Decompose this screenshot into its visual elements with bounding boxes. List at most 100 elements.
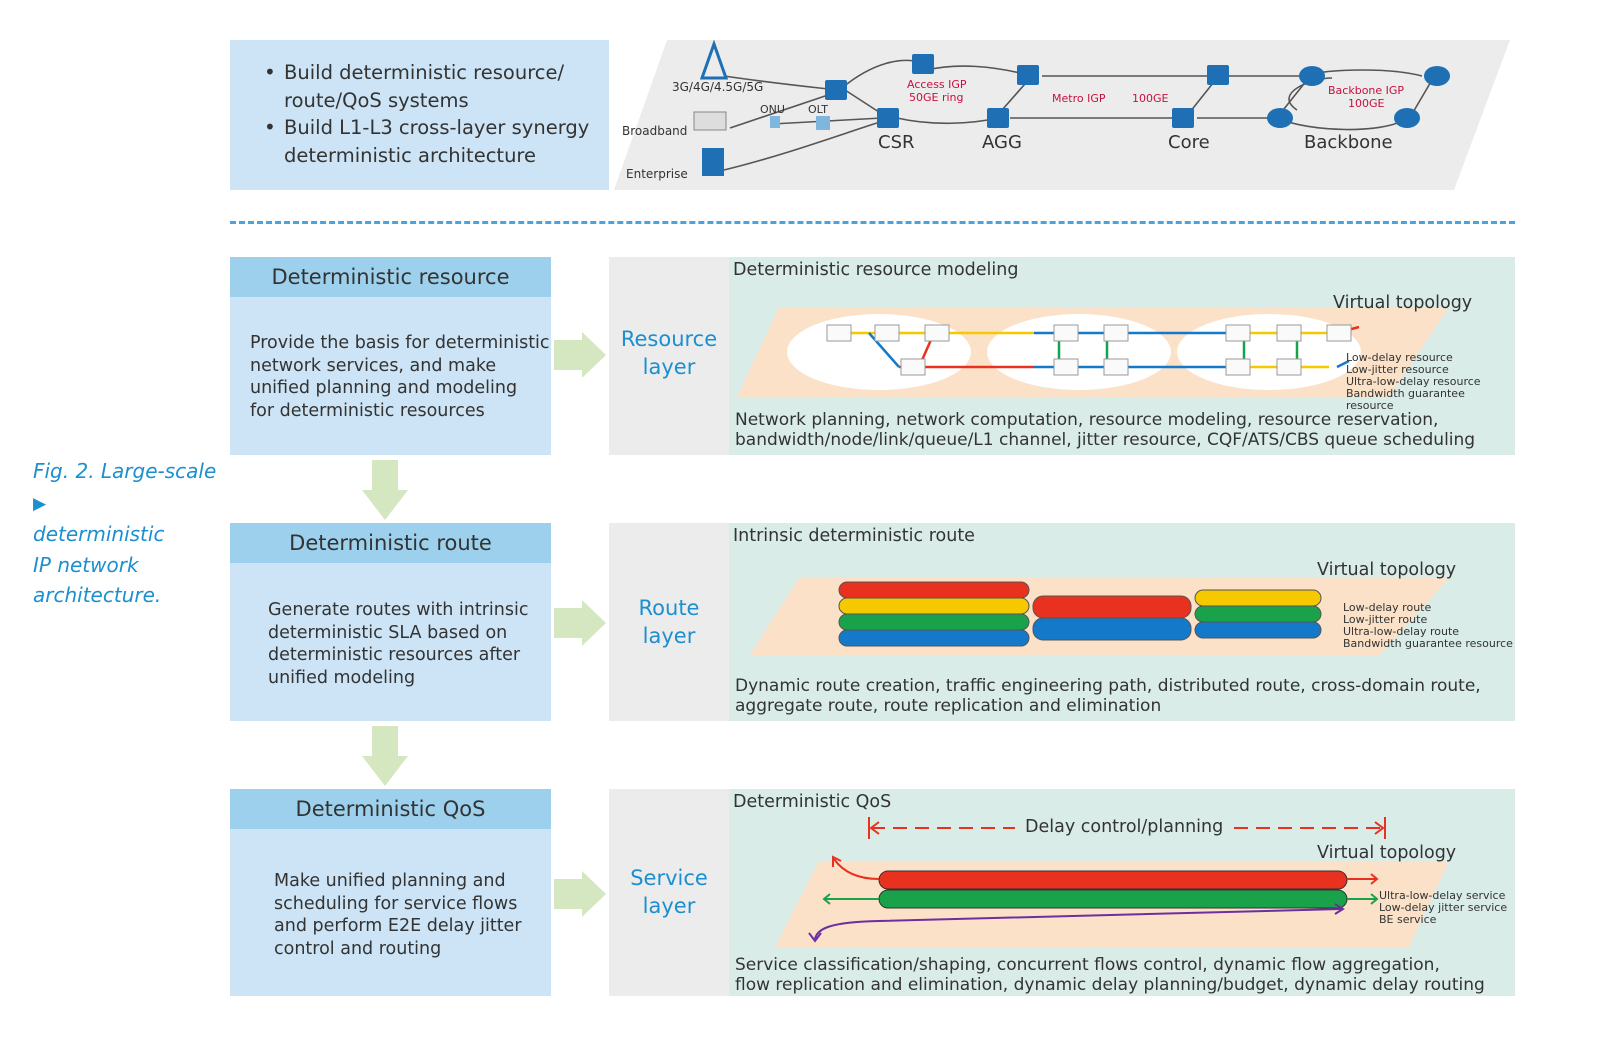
resource-layer-label: Resource <box>620 327 718 351</box>
route-box: Deterministic route Generate routes with… <box>230 523 551 721</box>
resource-legend-item: Ultra-low-delay resource <box>1346 375 1481 388</box>
qos-legend-item: BE service <box>1379 913 1437 926</box>
route-legend-item: Ultra-low-delay route <box>1343 625 1460 638</box>
qos-title: Deterministic QoS <box>733 792 892 812</box>
resource-title: Deterministic resource modeling <box>733 260 1019 280</box>
route-desc-line: unified modeling <box>268 667 416 688</box>
router-icon <box>1424 66 1450 86</box>
label-olt: OLT <box>808 103 828 116</box>
label-metro-igp: Metro IGP <box>1052 92 1106 105</box>
service-layer-panel: Service layer Deterministic QoS <box>609 789 1515 996</box>
network-panel <box>614 40 1510 190</box>
resource-topology-graphic <box>737 307 1449 397</box>
resource-legend-item: Low-jitter resource <box>1346 363 1449 376</box>
label-metro-speed: 100GE <box>1132 92 1169 105</box>
enterprise-building-icon <box>702 148 724 176</box>
route-legend-item: Low-jitter route <box>1343 613 1428 626</box>
route-layer-label: layer <box>642 624 696 648</box>
label-broadband: Broadband <box>622 124 687 138</box>
qos-desc-line: scheduling for service flows <box>274 893 518 914</box>
switch-icon <box>825 80 847 100</box>
label-backbone: Backbone <box>1304 132 1393 153</box>
resource-virtual-topology-label: Virtual topology <box>1333 293 1473 313</box>
goal-item: Build deterministic resource/ route/QoS … <box>264 59 602 114</box>
qos-desc-line: Make unified planning and <box>274 871 506 891</box>
router-icon <box>1299 66 1325 86</box>
service-layer-label: Service <box>630 866 708 890</box>
resource-legend-item: Low-delay resource <box>1346 351 1453 364</box>
label-mobile: 3G/4G/4.5G/5G <box>672 80 763 94</box>
down-arrow-icon <box>362 460 408 520</box>
right-arrow-icon <box>554 332 606 378</box>
resource-box: Deterministic resource Provide the basis… <box>230 257 551 455</box>
qos-legend-item: Ultra-low-delay service <box>1379 889 1506 902</box>
route-title: Intrinsic deterministic route <box>733 526 975 546</box>
qos-detail-line: flow replication and elimination, dynami… <box>735 974 1485 995</box>
switch-icon <box>1207 65 1229 85</box>
goals-list: Build deterministic resource/ route/QoS … <box>262 59 602 169</box>
right-arrow-icon <box>554 871 606 917</box>
switch-icon <box>912 54 934 74</box>
label-backbone-igp: Backbone IGP <box>1328 84 1404 97</box>
switch-icon <box>1017 65 1039 85</box>
device-icons <box>693 39 1450 176</box>
route-virtual-topology-label: Virtual topology <box>1317 560 1457 580</box>
label-access-ring: 50GE ring <box>909 91 964 104</box>
label-core: Core <box>1168 132 1210 153</box>
onu-icon <box>770 116 780 128</box>
route-layer-label: Route <box>638 596 700 620</box>
resource-detail-line: bandwidth/node/link/queue/L1 channel, ji… <box>735 429 1476 450</box>
resource-desc-line: for deterministic resources <box>250 400 485 421</box>
qos-box: Deterministic QoS Make unified planning … <box>230 789 551 996</box>
router-icon <box>1267 108 1293 128</box>
switch-icon <box>1172 108 1194 128</box>
label-agg: AGG <box>982 132 1022 153</box>
qos-flows-graphic <box>775 817 1449 947</box>
olt-icon <box>816 116 830 130</box>
label-backbone-speed: 100GE <box>1348 97 1385 110</box>
figure-caption: Fig. 2. Large-scale ▶ deterministic IP n… <box>33 456 233 611</box>
switch-icon <box>877 108 899 128</box>
route-legend-item: Bandwidth guarantee resource <box>1343 637 1513 650</box>
qos-detail-line: Service classification/shaping, concurre… <box>735 955 1440 975</box>
delay-control-label: Delay control/planning <box>1021 817 1228 837</box>
broadband-device-icon <box>693 111 727 131</box>
label-enterprise: Enterprise <box>626 167 688 181</box>
route-legend-item: Low-delay route <box>1343 601 1432 614</box>
route-detail-line: aggregate route, route replication and e… <box>735 695 1162 716</box>
resource-desc-line: unified planning and modeling <box>250 378 518 398</box>
qos-legend-item: Low-delay jitter service <box>1379 901 1508 914</box>
resource-header: Deterministic resource <box>230 257 551 297</box>
right-arrow-icon <box>554 600 606 646</box>
label-access-igp: Access IGP <box>907 78 967 91</box>
qos-header: Deterministic QoS <box>230 789 551 829</box>
qos-desc-line: control and routing <box>274 938 442 959</box>
route-desc-line: deterministic resources after <box>268 645 521 665</box>
section-divider <box>230 221 1515 224</box>
route-detail-line: Dynamic route creation, traffic engineer… <box>735 676 1481 696</box>
qos-virtual-topology-label: Virtual topology <box>1317 843 1457 863</box>
label-csr: CSR <box>878 132 915 153</box>
router-icon <box>1394 108 1420 128</box>
caption-line: Fig. 2. Large-scale <box>33 459 217 483</box>
route-header: Deterministic route <box>230 523 551 563</box>
down-arrow-icon <box>362 726 408 786</box>
route-layer-panel: Route layer Intrinsic deterministic rout… <box>609 523 1515 721</box>
caption-line: architecture. <box>33 583 162 607</box>
switch-icon <box>987 108 1009 128</box>
resource-desc-line: Provide the basis for deterministic <box>250 333 550 353</box>
network-topology-diagram: 3G/4G/4.5G/5G Broadband Enterprise ONU O… <box>614 39 1510 190</box>
service-layer-label: layer <box>642 894 696 918</box>
route-pipes-graphic <box>749 578 1449 656</box>
caption-line: IP network <box>33 552 139 577</box>
resource-detail-line: Network planning, network computation, r… <box>735 410 1439 430</box>
route-desc-line: deterministic SLA based on <box>268 622 508 643</box>
resource-layer-label: layer <box>642 355 696 379</box>
label-onu: ONU <box>760 103 785 116</box>
resource-desc-line: network services, and make <box>250 355 497 376</box>
caption-line: deterministic <box>33 522 165 546</box>
resource-layer-panel: Resource layer Deterministic resource mo… <box>609 257 1515 455</box>
qos-desc-line: and perform E2E delay jitter <box>274 916 522 936</box>
route-desc-line: Generate routes with intrinsic <box>268 600 529 620</box>
cell-tower-icon <box>699 39 729 80</box>
